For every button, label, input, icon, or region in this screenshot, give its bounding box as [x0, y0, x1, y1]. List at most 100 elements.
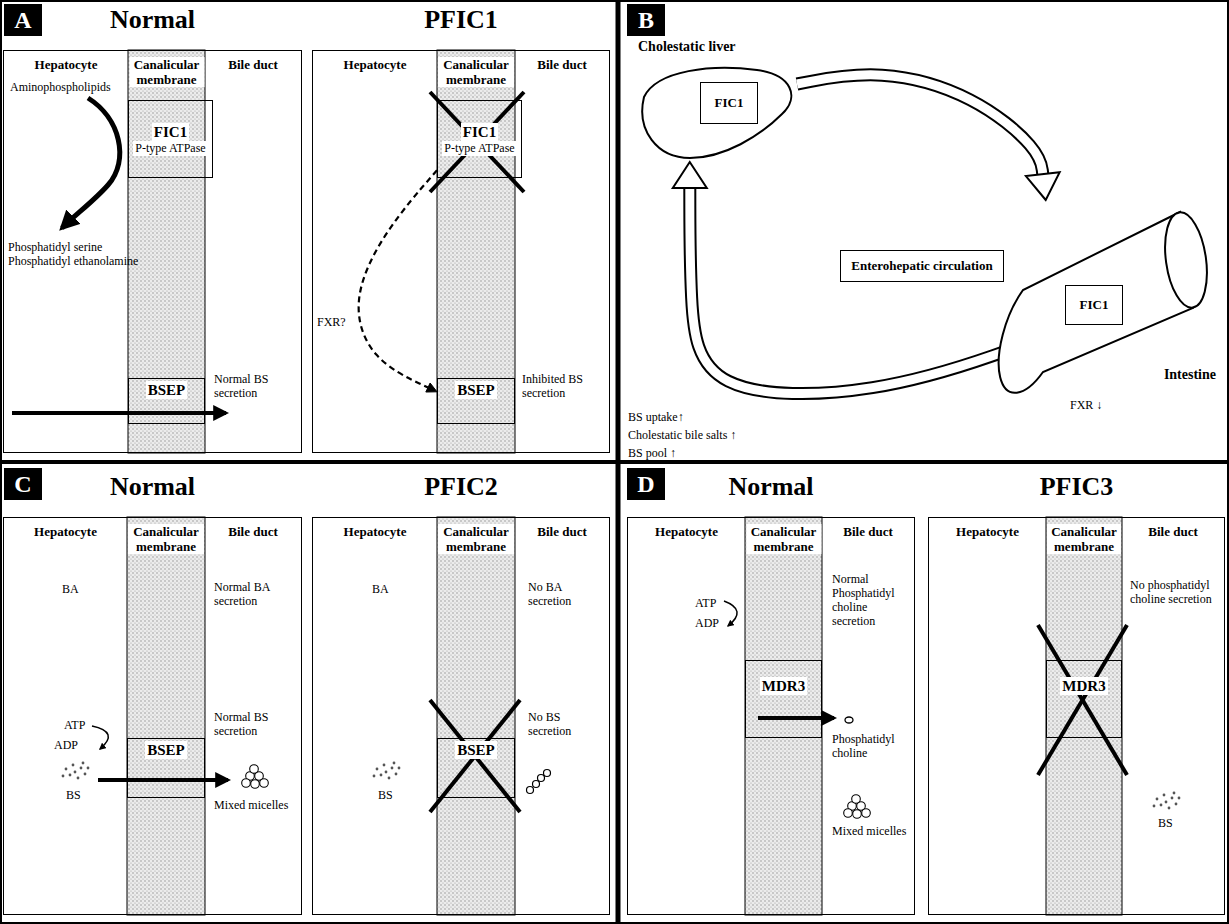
molecule-dots: [1156, 798, 1159, 801]
broken-micelle: [544, 770, 551, 777]
arrow-outline: [690, 188, 1015, 394]
molecule-dots: [398, 767, 401, 770]
molecule-dots: [1165, 801, 1168, 804]
column-header: Canalicular membrane: [438, 57, 514, 87]
molecule-dots: [388, 777, 391, 780]
phosphatidylcholine-molecule: [845, 717, 853, 723]
cross-out: [430, 700, 520, 812]
node-label: P-type ATPase: [133, 141, 207, 156]
column-header: Hepatocyte: [654, 524, 719, 539]
transport-arrow: [758, 716, 834, 720]
molecule-dots: [380, 774, 383, 777]
molecule-dots: [65, 768, 68, 771]
molecule-dots: [1173, 792, 1176, 795]
molecule-dots: [844, 809, 853, 818]
arrow-fill: [690, 188, 1015, 394]
annotation-label: ATP: [64, 718, 85, 732]
transporter-box: BSEP: [437, 378, 515, 424]
molecule-dots: [1153, 805, 1156, 808]
panel-title: Normal: [4, 5, 301, 35]
circulation-arrow: [673, 162, 1015, 394]
phosphatidylcholine-molecule: [845, 717, 853, 723]
annotation-label: Normal BS secretion: [214, 710, 299, 738]
node-label: BSEP: [145, 741, 187, 759]
broken-micelle: [533, 781, 540, 788]
transporter-box: MDR3: [745, 660, 822, 738]
annotation-label: Aminophospholipids: [10, 80, 111, 94]
column-header: Canalicular membrane: [128, 524, 204, 554]
annotation-label: Cholestatic bile salts ↑: [628, 428, 736, 442]
liver-outline: [642, 68, 791, 158]
transport-arrow: [724, 601, 737, 626]
molecule-dots: [251, 780, 260, 789]
molecule-dots: [82, 762, 85, 765]
canalicular-membrane: [437, 517, 515, 915]
annotation-label: BS: [66, 788, 81, 802]
molecule-dots: [242, 779, 251, 788]
molecule-dots: [62, 775, 65, 778]
arrow-head: [673, 162, 707, 188]
transporter-box: FIC1P-type ATPase: [128, 100, 213, 178]
molecule-dots: [385, 771, 388, 774]
annotation-label: Mixed micelles: [832, 824, 912, 838]
annotation-label: BA: [372, 582, 389, 596]
molecule-dots: [1178, 797, 1181, 800]
molecule-dots: [1175, 803, 1178, 806]
molecule-dots: [1168, 807, 1171, 810]
cross-out: [430, 92, 524, 192]
column-header: Canalicular membrane: [746, 524, 821, 554]
broken-micelle: [538, 775, 545, 782]
edge-label: FXR?: [316, 315, 347, 329]
annotation-label: BS: [1158, 816, 1173, 830]
annotation-label: BS: [378, 788, 393, 802]
column-header: Canalicular membrane: [438, 524, 514, 554]
panel-title: PFIC1: [313, 5, 609, 35]
node-label: FIC1: [1078, 297, 1111, 313]
column-header: Hepatocyte: [33, 524, 98, 539]
column-header: Bile duct: [536, 524, 587, 539]
canalicular-membrane: [127, 517, 205, 915]
intestine-end: [1160, 210, 1213, 311]
molecule-dots: [853, 810, 862, 819]
panel-letter: A: [4, 4, 42, 36]
transport-arrow: [12, 411, 226, 415]
node-label: P-type ATPase: [442, 141, 516, 156]
molecule-dots: [391, 767, 394, 770]
node-label: Intestine: [1164, 366, 1216, 383]
node-label: FIC1: [713, 95, 746, 111]
panel-title: PFIC3: [929, 472, 1224, 502]
molecule-dots: [260, 779, 269, 788]
cross-out: [430, 92, 524, 192]
annotation-label: ADP: [695, 616, 719, 630]
molecule-dots: [87, 767, 90, 770]
annotation-label: Mixed micelles: [214, 798, 299, 812]
cell-panel: BSEPPFIC2HepatocyteCanalicular membraneB…: [312, 517, 610, 915]
canalicular-membrane: [128, 50, 205, 453]
transporter-box: FIC1: [1065, 285, 1123, 325]
intestine-shape: [1015, 200, 1220, 385]
panel-letter: B: [627, 4, 665, 36]
molecule-dots: [80, 767, 83, 770]
column-header: Hepatocyte: [955, 524, 1020, 539]
node-label: Cholestatic liver: [638, 38, 736, 55]
transporter-box: MDR3: [1046, 660, 1122, 738]
node-label: MDR3: [1060, 677, 1107, 695]
molecule-dots: [383, 764, 386, 767]
transporter-box: FIC1: [700, 82, 758, 124]
canalicular-membrane: [127, 50, 1122, 915]
annotation-label: ATP: [695, 596, 716, 610]
transport-arrow: [12, 98, 834, 780]
molecule-dots: [395, 773, 398, 776]
panel-frame: [0, 460, 1229, 464]
annotation-label: No BS secretion: [528, 710, 606, 738]
panel-letter-text: A: [14, 7, 31, 33]
canalicular-membrane: [1046, 517, 1122, 915]
annotation-label: Phosphatidyl serine Phosphatidyl ethanol…: [8, 240, 158, 268]
column-header: Bile duct: [227, 524, 278, 539]
panel-letter: C: [4, 468, 42, 500]
annotation-label: Normal Phosphatidyl choline secretion: [832, 572, 912, 628]
liver-shape: FIC1Cholestatic liver: [632, 62, 797, 162]
